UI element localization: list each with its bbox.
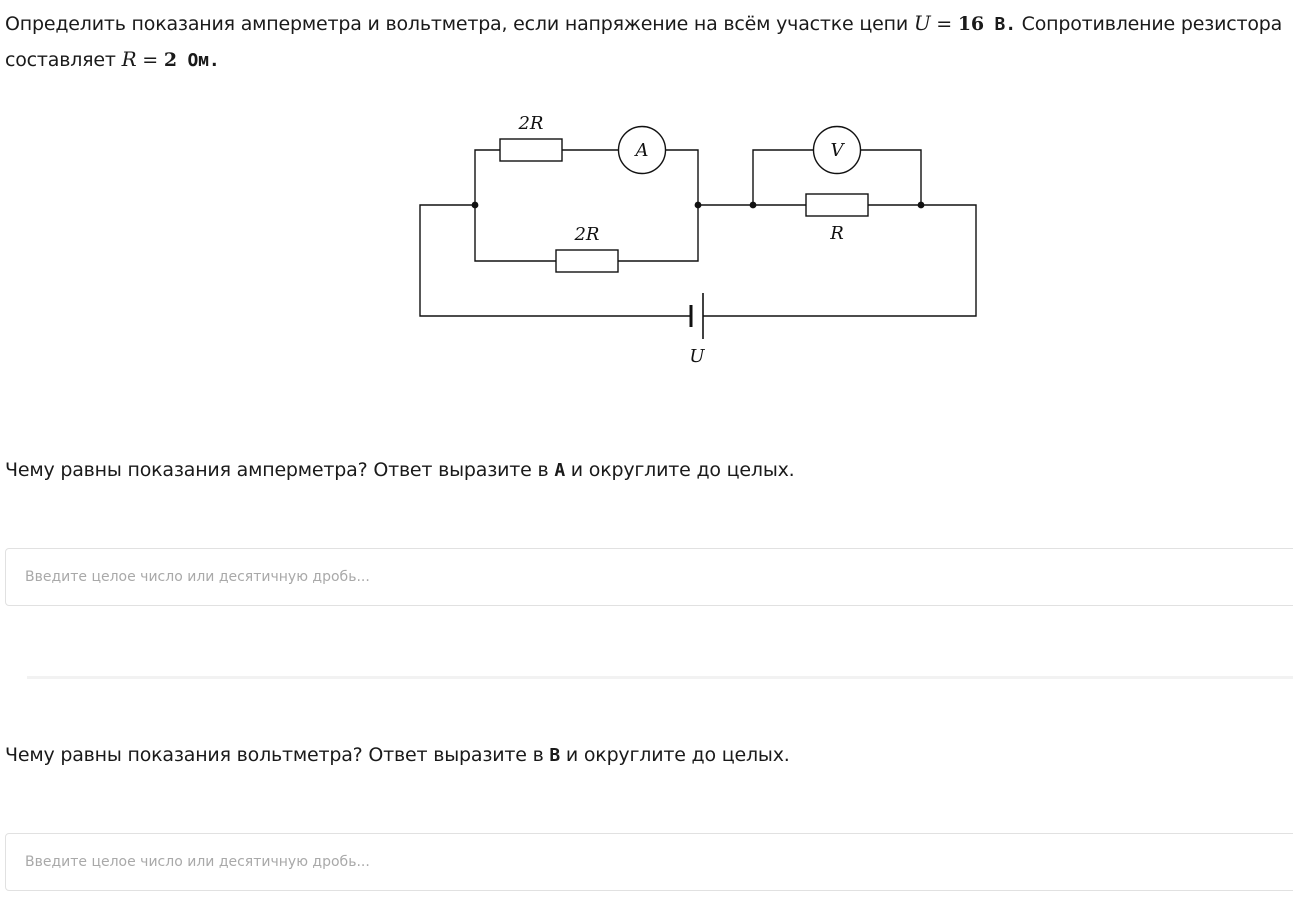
question-text-end: и округлите до целых. [564,459,795,481]
ammeter-answer-input[interactable] [5,548,1293,606]
wire-top-branch-left [474,149,500,205]
resistance-value: 2 [163,49,177,71]
resistor-2r-bottom [555,249,619,273]
wire-outer-left [419,204,691,317]
junction-dot [917,201,925,209]
question-text: Чему равны показания амперметра? Ответ в… [5,459,555,481]
question-unit: В [549,745,561,766]
junction-dot [694,201,702,209]
equals-sign: = [136,49,164,71]
junction-dot [471,201,479,209]
question-text-end: и округлите до целых. [560,744,790,766]
resistor-r [805,193,869,217]
junction-dot [749,201,757,209]
voltmeter-label: V [831,140,846,161]
label-r: R [829,223,844,244]
source-label: U [689,346,705,367]
question-voltmeter: Чему равны показания вольтметра? Ответ в… [5,742,790,769]
equals-sign: = [930,13,958,35]
voltage-variable: U [913,11,931,35]
problem-text-middle: Сопротивление резистора составляет [5,13,1283,71]
label-2r-bottom: 2R [573,224,599,245]
voltmeter-answer-input[interactable] [5,833,1293,891]
voltage-value: 16 [957,13,984,35]
question-text: Чему равны показания вольтметра? Ответ в… [5,744,550,766]
label-2r-top: 2R [517,113,543,134]
ammeter-circle [617,125,667,175]
question-unit: А [554,460,565,481]
resistance-unit: Ом. [176,50,220,71]
section-divider [27,676,1293,679]
wire-top-branch-right [666,149,699,205]
wire-outer-right [703,204,977,317]
wire-voltmeter-right [860,149,922,205]
ammeter-label: A [634,140,649,161]
voltage-unit: В. [983,14,1016,35]
resistance-variable: R [121,47,137,71]
problem-statement: Определить показания амперметра и вольтм… [5,6,1293,78]
question-ammeter: Чему равны показания амперметра? Ответ в… [5,457,795,484]
wire-bottom-branch [474,205,556,262]
resistor-2r-top [499,138,563,162]
wire-bottom-branch-right [618,205,699,262]
voltmeter-circle [812,125,862,175]
wire-voltmeter-left [752,149,813,205]
problem-text-before: Определить показания амперметра и вольтм… [5,13,914,35]
